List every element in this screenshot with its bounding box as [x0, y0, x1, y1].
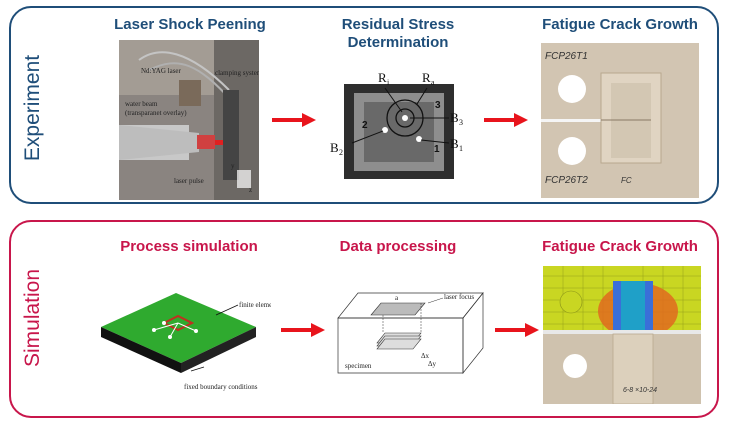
- laser-shock-peening-photo: Nd:YAG laser clamping system water beam …: [119, 40, 259, 200]
- dx-label: Δx: [421, 352, 430, 360]
- residual-stress-image: R i R a B 3 B 2 B 1 3 2 1: [322, 60, 472, 210]
- specimen-fc-label: FC: [621, 176, 632, 185]
- ra-label: R: [422, 70, 431, 85]
- specimen-label: specimen: [345, 362, 372, 370]
- laser-pulse-label: laser pulse: [174, 177, 204, 185]
- water-beam-overlay-label: (transparanet overlay): [125, 109, 187, 117]
- dy-label: Δy: [428, 360, 437, 368]
- data-processing-title: Data processing: [339, 238, 457, 255]
- arrow-sim-1: [281, 323, 325, 337]
- b3-sub-label: 3: [459, 118, 463, 127]
- ra-sub-label: a: [431, 78, 435, 87]
- laser-shock-peening-title: Laser Shock Peening: [114, 16, 266, 33]
- fatigue-crack-growth-title-sim: Fatigue Crack Growth: [542, 238, 698, 255]
- nd-yag-laser-label: Nd:YAG laser: [141, 67, 182, 75]
- process-simulation-title: Process simulation: [120, 238, 258, 255]
- axis-y-label: y: [231, 162, 235, 170]
- b1-label: B: [450, 136, 459, 151]
- experiment-panel: [9, 6, 719, 204]
- arrow-sim-2: [495, 323, 539, 337]
- data-processing-image: laser focus a specimen Δx Δy: [333, 288, 487, 376]
- ri-sub-label: i: [387, 78, 390, 87]
- b3-label: B: [450, 110, 459, 125]
- process-simulation-image: finite elements fixed boundary condition…: [96, 285, 271, 397]
- fixed-boundary-label: fixed boundary conditions: [184, 383, 258, 391]
- b2-label: B: [330, 140, 339, 155]
- residual-stress-title-line1: Residual Stress: [341, 16, 455, 33]
- fcg-simulation-image: 6-8 ×10-24: [543, 266, 701, 404]
- mark-1-label: 1: [434, 144, 440, 155]
- b2-sub-label: 2: [339, 148, 343, 157]
- ri-label: R: [378, 70, 387, 85]
- axis-z-label: z: [249, 186, 252, 194]
- clamping-system-label: clamping system: [215, 69, 259, 77]
- specimen-top-label: FCP26T1: [545, 51, 588, 62]
- arrow-exp-1: [272, 113, 316, 127]
- specimen-bottom-label: FCP26T2: [545, 175, 588, 186]
- b1-sub-label: 1: [459, 144, 463, 153]
- fatigue-crack-growth-title-exp: Fatigue Crack Growth: [542, 16, 698, 33]
- fatigue-specimen-photo: FCP26T1 FCP26T2 FC: [541, 43, 699, 198]
- a-dimension-label: a: [395, 294, 399, 302]
- fcg-handwritten-label: 6-8 ×10-24: [623, 387, 657, 394]
- laser-focus-label: laser focus: [444, 293, 474, 301]
- simulation-panel: [9, 220, 719, 418]
- finite-elements-label: finite elements: [239, 301, 271, 309]
- water-beam-label: water beam: [125, 100, 158, 108]
- simulation-side-label: Simulation: [21, 268, 44, 368]
- mark-2-label: 2: [362, 120, 368, 131]
- mark-3-label: 3: [435, 100, 441, 111]
- residual-stress-title-line2: Determination: [347, 34, 449, 51]
- arrow-exp-2: [484, 113, 528, 127]
- residual-stress-title: Residual Stress Determination: [318, 16, 478, 52]
- experiment-side-label: Experiment: [21, 54, 44, 162]
